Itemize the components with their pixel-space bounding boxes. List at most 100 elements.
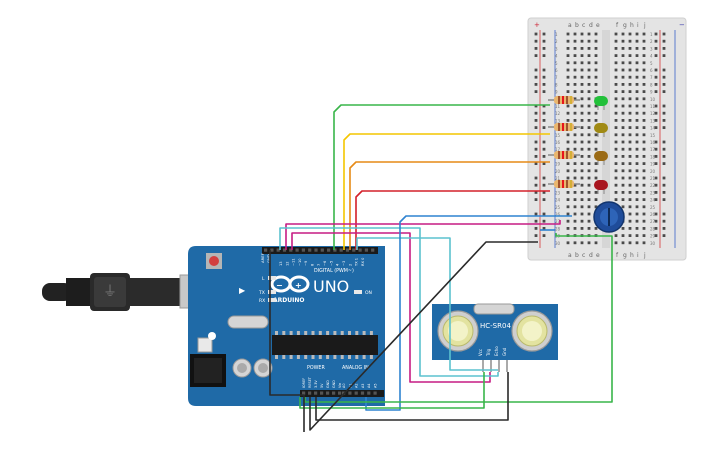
breadboard-hole[interactable] [628, 212, 632, 216]
rail-hole[interactable] [654, 155, 658, 158]
rail-hole[interactable] [542, 68, 546, 72]
rail-hole[interactable] [654, 90, 658, 93]
rail-hole[interactable] [534, 234, 538, 237]
breadboard-hole[interactable] [621, 61, 625, 65]
breadboard-hole[interactable] [573, 90, 577, 93]
header-pin[interactable] [364, 248, 368, 252]
rail-hole[interactable] [654, 126, 658, 129]
breadboard-hole[interactable] [573, 111, 577, 115]
breadboard-hole[interactable] [635, 169, 639, 173]
rail-hole[interactable] [542, 183, 546, 187]
header-pin[interactable] [345, 248, 350, 252]
breadboard-hole[interactable] [628, 111, 632, 115]
breadboard-hole[interactable] [642, 212, 646, 216]
breadboard-hole[interactable] [566, 119, 570, 122]
breadboard-hole[interactable] [587, 176, 591, 180]
breadboard-hole[interactable] [614, 90, 618, 93]
breadboard-hole[interactable] [642, 176, 646, 180]
rail-hole[interactable] [534, 39, 538, 43]
breadboard-hole[interactable] [573, 104, 577, 108]
breadboard-hole[interactable] [587, 83, 591, 86]
breadboard-hole[interactable] [594, 75, 598, 79]
breadboard-hole[interactable] [642, 191, 646, 194]
wire-magenta-trig[interactable] [291, 232, 491, 383]
rail-hole[interactable] [662, 104, 666, 108]
breadboard-hole[interactable] [642, 198, 646, 201]
breadboard-hole[interactable] [628, 90, 632, 93]
breadboard-hole[interactable] [635, 32, 639, 36]
breadboard-hole[interactable] [635, 83, 639, 86]
rail-hole[interactable] [662, 126, 666, 129]
breadboard-hole[interactable] [628, 83, 632, 86]
breadboard-hole[interactable] [580, 104, 584, 108]
breadboard-hole[interactable] [594, 61, 598, 65]
breadboard-hole[interactable] [635, 212, 639, 216]
breadboard-hole[interactable] [642, 119, 646, 122]
breadboard-hole[interactable] [573, 219, 577, 223]
breadboard-hole[interactable] [642, 169, 646, 173]
breadboard-hole[interactable] [573, 198, 577, 201]
rail-hole[interactable] [654, 47, 658, 50]
breadboard-hole[interactable] [580, 39, 584, 43]
breadboard-hole[interactable] [621, 155, 625, 158]
breadboard-hole[interactable] [580, 147, 584, 151]
breadboard-hole[interactable] [573, 176, 577, 180]
rail-hole[interactable] [534, 68, 538, 72]
breadboard-hole[interactable] [587, 32, 591, 36]
breadboard-hole[interactable] [621, 162, 625, 165]
led-red[interactable] [594, 180, 608, 194]
breadboard-hole[interactable] [566, 212, 570, 216]
rail-hole[interactable] [654, 75, 658, 79]
breadboard-hole[interactable] [580, 183, 584, 187]
rail-hole[interactable] [662, 227, 666, 230]
header-pin[interactable] [326, 391, 330, 395]
rail-hole[interactable] [654, 39, 658, 43]
breadboard-hole[interactable] [573, 54, 577, 57]
breadboard-hole[interactable] [573, 212, 577, 216]
breadboard-hole[interactable] [587, 227, 591, 230]
breadboard-hole[interactable] [580, 126, 584, 129]
breadboard-hole[interactable] [587, 111, 591, 115]
breadboard-hole[interactable] [594, 198, 598, 201]
breadboard-hole[interactable] [587, 75, 591, 79]
breadboard-hole[interactable] [614, 126, 618, 129]
rail-hole[interactable] [542, 176, 546, 180]
rail-hole[interactable] [662, 90, 666, 93]
breadboard-hole[interactable] [566, 32, 570, 36]
breadboard-hole[interactable] [642, 111, 646, 115]
rail-hole[interactable] [654, 183, 658, 187]
breadboard-hole[interactable] [635, 227, 639, 230]
breadboard-hole[interactable] [580, 176, 584, 180]
breadboard-hole[interactable] [587, 126, 591, 129]
rail-hole[interactable] [542, 234, 546, 237]
breadboard-hole[interactable] [566, 75, 570, 79]
breadboard-hole[interactable] [642, 54, 646, 57]
rail-hole[interactable] [662, 219, 666, 223]
led-yellow[interactable] [594, 123, 608, 137]
breadboard-hole[interactable] [628, 32, 632, 36]
breadboard-hole[interactable] [628, 191, 632, 194]
breadboard-hole[interactable] [594, 241, 598, 245]
breadboard-hole[interactable] [566, 219, 570, 223]
breadboard-hole[interactable] [642, 83, 646, 86]
breadboard-hole[interactable] [614, 162, 618, 165]
header-pin[interactable] [332, 391, 336, 395]
rail-hole[interactable] [654, 234, 658, 237]
breadboard-hole[interactable] [594, 133, 598, 137]
breadboard-hole[interactable] [566, 140, 570, 144]
rail-hole[interactable] [542, 47, 546, 50]
reset-button-cap[interactable] [209, 256, 219, 266]
wire-black-gnd-bb[interactable] [309, 241, 538, 431]
rail-hole[interactable] [654, 176, 658, 180]
breadboard-hole[interactable] [587, 198, 591, 201]
header-pin[interactable] [301, 248, 305, 252]
breadboard-hole[interactable] [580, 32, 584, 36]
breadboard-hole[interactable] [580, 169, 584, 173]
breadboard-hole[interactable] [621, 140, 625, 144]
breadboard-hole[interactable] [587, 61, 591, 65]
breadboard-hole[interactable] [573, 32, 577, 36]
breadboard-hole[interactable] [614, 191, 618, 194]
breadboard-hole[interactable] [614, 104, 618, 108]
breadboard-hole[interactable] [573, 75, 577, 79]
rail-hole[interactable] [534, 104, 538, 108]
